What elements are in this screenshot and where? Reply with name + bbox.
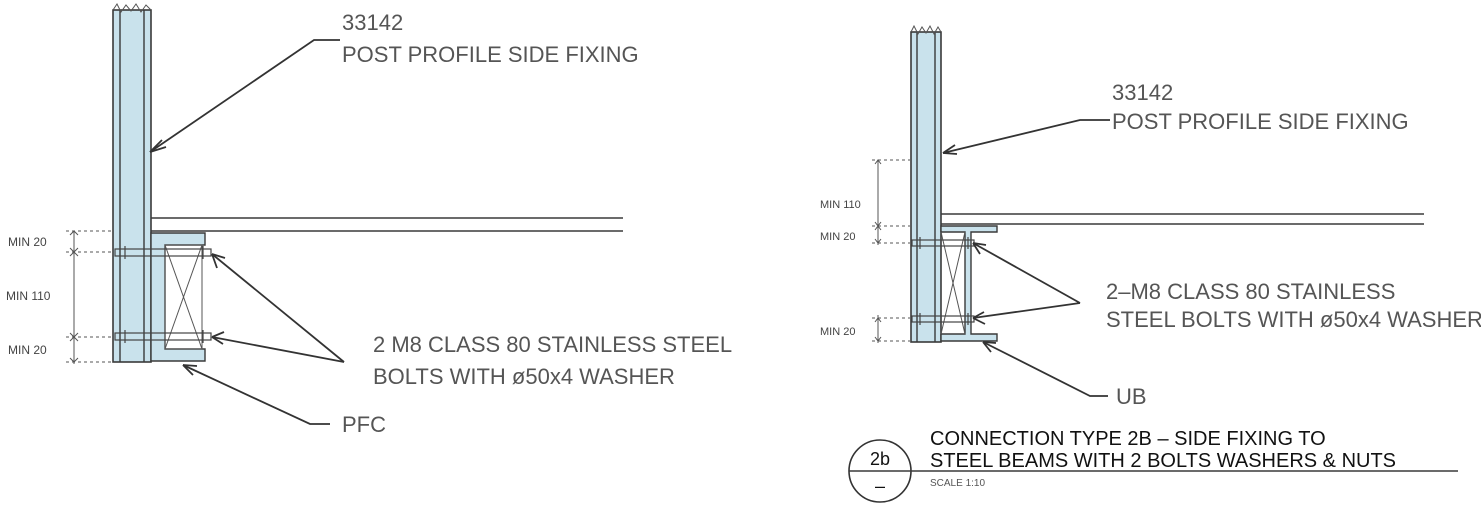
left-deck-edge — [151, 217, 623, 232]
right-dim-bottom: MIN 20 — [820, 326, 855, 338]
left-bolt-label-line2: BOLTS WITH ø50x4 WASHER — [373, 364, 675, 389]
left-dim-top: MIN 20 — [8, 235, 47, 249]
right-bolt-label-line1: 2–M8 CLASS 80 STAINLESS — [1106, 279, 1395, 304]
left-dim-bottom: MIN 20 — [8, 343, 47, 357]
right-dimensions: MIN 110 MIN 20 MIN 20 — [820, 159, 910, 343]
sheet-ref: – — [875, 476, 885, 496]
right-post-label: POST PROFILE SIDE FIXING — [1112, 109, 1409, 134]
title-line1: CONNECTION TYPE 2B – SIDE FIXING TO — [930, 428, 1326, 450]
left-dimensions: MIN 20 MIN 110 MIN 20 — [6, 230, 112, 364]
left-member-label: PFC — [342, 412, 386, 437]
right-member-label: UB — [1116, 384, 1147, 409]
detail-tag: 2b — [870, 449, 890, 469]
left-post-code: 33142 — [342, 10, 403, 35]
left-post-label: POST PROFILE SIDE FIXING — [342, 42, 639, 67]
right-detail: MIN 110 MIN 20 MIN 20 33142 POST PROFILE… — [820, 24, 1481, 409]
right-post-profile — [910, 24, 942, 343]
title-line2: STEEL BEAMS WITH 2 BOLTS WASHERS & NUTS — [930, 450, 1396, 472]
right-leaders — [942, 119, 1110, 397]
right-deck-edge — [941, 213, 1424, 225]
left-detail: MIN 20 MIN 110 MIN 20 33142 POST PROFILE… — [6, 3, 732, 437]
left-bolts — [114, 246, 212, 343]
title-block: 2b – CONNECTION TYPE 2B – SIDE FIXING TO… — [848, 428, 1458, 503]
right-dim-top: MIN 20 — [820, 231, 855, 243]
left-pfc-channel — [150, 232, 206, 362]
scale-note: SCALE 1:10 — [930, 478, 985, 489]
left-leaders — [149, 39, 345, 425]
left-post-profile — [112, 3, 152, 363]
right-post-code: 33142 — [1112, 80, 1173, 105]
left-bolt-label-line1: 2 M8 CLASS 80 STAINLESS STEEL — [373, 332, 732, 357]
right-bolt-label-line2: STEEL BOLTS WITH ø50x4 WASHER — [1106, 307, 1481, 332]
right-ub-beam — [940, 225, 998, 342]
left-dim-middle: MIN 110 — [6, 289, 51, 303]
right-dim-upper: MIN 110 — [820, 199, 861, 211]
